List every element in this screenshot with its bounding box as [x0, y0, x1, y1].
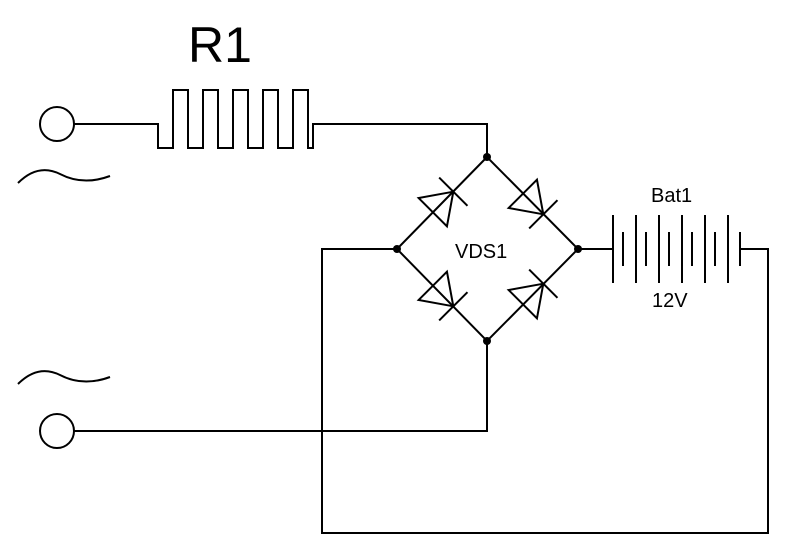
wire-r1-to-bridge-top: [312, 123, 488, 158]
resistor-label: R1: [188, 17, 252, 73]
ac-input-terminal-top: [17, 106, 111, 184]
ac-input-terminal-bottom: [17, 370, 111, 449]
junction-dot-top: [483, 153, 491, 161]
diode-top-left: [416, 176, 469, 229]
bridge-label: VDS1: [455, 241, 507, 263]
wire-input2-to-bridge-bottom: [73, 340, 488, 432]
diode-bottom-right: [506, 268, 559, 321]
ac-tilde-symbol-bottom: [17, 370, 111, 385]
junction-dot-right: [574, 245, 582, 253]
terminal-circle-top: [39, 106, 75, 142]
terminal-circle-bottom: [39, 413, 75, 449]
diode-top-right: [506, 177, 559, 230]
wire-bridge-left-to-battery-minus: [321, 248, 769, 534]
junction-dot-left: [393, 245, 401, 253]
resistor-r1: R1: [74, 17, 314, 149]
battery-voltage-label: 12V: [652, 290, 688, 312]
diode-bridge-vds1: VDS1: [393, 153, 582, 345]
battery-bat1: Bat1 12V: [612, 185, 741, 312]
wires: [73, 123, 769, 534]
diode-bottom-left: [416, 269, 469, 322]
battery-cell-plates: [612, 215, 741, 283]
battery-label: Bat1: [651, 185, 692, 207]
ac-tilde-symbol-top: [17, 169, 111, 184]
junction-dot-bottom: [483, 337, 491, 345]
resistor-zigzag-symbol: [74, 89, 314, 149]
